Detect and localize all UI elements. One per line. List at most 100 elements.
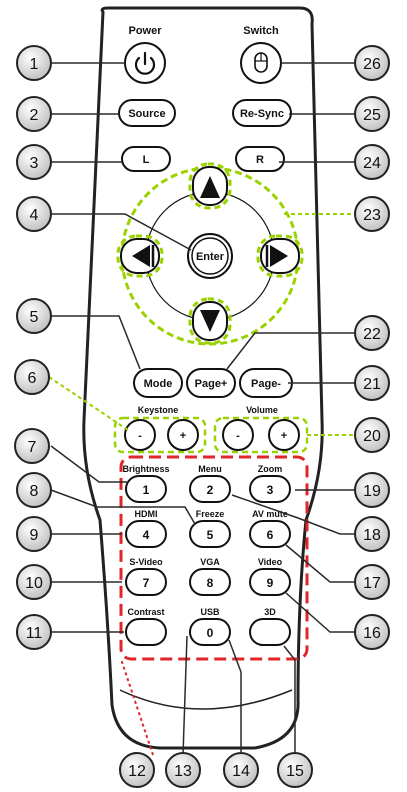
callout-label: 7 xyxy=(28,439,37,456)
callout-number: 12 xyxy=(120,753,154,787)
callout-number: 21 xyxy=(355,366,389,400)
callout-number: 11 xyxy=(17,615,51,649)
callout-label: 24 xyxy=(363,155,381,172)
callout-number: 16 xyxy=(355,615,389,649)
callout-label: 9 xyxy=(30,527,39,544)
keypad-key-label: 9 xyxy=(267,576,274,590)
callout-number: 17 xyxy=(355,565,389,599)
volume-minus-label: - xyxy=(236,430,240,442)
keypad-key-caption: Menu xyxy=(198,464,222,474)
keypad-key-label: 8 xyxy=(207,576,214,590)
callout-label: 1 xyxy=(30,56,39,73)
resync-button[interactable]: Re-Sync xyxy=(233,100,291,126)
callout-number: 26 xyxy=(355,46,389,80)
keypad-key-caption: Zoom xyxy=(258,464,283,474)
switch-button[interactable] xyxy=(241,43,281,83)
keypad-key-label: 5 xyxy=(207,528,214,542)
callout-label: 18 xyxy=(363,527,381,544)
mode-button-label: Mode xyxy=(144,378,173,390)
callout-number: 6 xyxy=(15,360,49,394)
keystone-minus-button[interactable]: - xyxy=(125,420,155,450)
callout-number: 22 xyxy=(355,316,389,350)
callout-number: 8 xyxy=(17,473,51,507)
callout-label: 8 xyxy=(30,483,39,500)
callout-number: 20 xyxy=(355,418,389,452)
keypad-key-label: 0 xyxy=(207,626,214,640)
keypad-key-label: 3 xyxy=(267,483,274,497)
callout-label: 6 xyxy=(28,370,37,387)
volume-minus-button[interactable]: - xyxy=(223,420,253,450)
page-up-button[interactable]: Page+ xyxy=(187,369,235,397)
r-button[interactable]: R xyxy=(236,147,284,171)
callout-label: 25 xyxy=(363,107,381,124)
callout-number: 2 xyxy=(17,97,51,131)
resync-button-label: Re-Sync xyxy=(240,108,284,120)
keypad-key-caption: Brightness xyxy=(122,464,169,474)
keystone-plus-button[interactable]: + xyxy=(168,420,198,450)
callout-number: 18 xyxy=(355,517,389,551)
source-button[interactable]: Source xyxy=(119,100,175,126)
enter-button-label: Enter xyxy=(196,251,225,263)
callout-label: 26 xyxy=(363,56,381,73)
callout-number: 19 xyxy=(355,473,389,507)
callout-label: 3 xyxy=(30,155,39,172)
power-caption: Power xyxy=(128,25,162,37)
r-button-label: R xyxy=(256,154,264,166)
callout-number: 24 xyxy=(355,145,389,179)
keypad-key-caption: Video xyxy=(258,557,283,567)
callout-label: 11 xyxy=(26,625,43,642)
callout-number: 25 xyxy=(355,97,389,131)
callout-number: 13 xyxy=(166,753,200,787)
callout-label: 10 xyxy=(25,575,43,592)
callout-label: 5 xyxy=(30,309,39,326)
volume-plus-label: + xyxy=(281,430,287,442)
callout-number: 1 xyxy=(17,46,51,80)
callout-number: 3 xyxy=(17,145,51,179)
keypad-key-label: 7 xyxy=(143,576,150,590)
mode-button[interactable]: Mode xyxy=(134,369,182,397)
l-button[interactable]: L xyxy=(122,147,170,171)
callout-label: 19 xyxy=(363,483,381,500)
keypad-key-label: 2 xyxy=(207,483,214,497)
callout-number: 10 xyxy=(17,565,51,599)
keypad-key-caption: USB xyxy=(200,607,220,617)
callout-label: 23 xyxy=(363,207,381,224)
callout-label: 22 xyxy=(363,326,381,343)
volume-plus-button[interactable]: + xyxy=(269,420,299,450)
source-button-label: Source xyxy=(128,108,165,120)
callout-number: 14 xyxy=(224,753,258,787)
callout-number: 7 xyxy=(15,429,49,463)
callout-label: 15 xyxy=(286,763,304,780)
callout-number: 15 xyxy=(278,753,312,787)
keypad-key-caption: AV mute xyxy=(252,509,288,519)
keypad-key-caption: 3D xyxy=(264,607,276,617)
callout-label: 20 xyxy=(363,428,381,445)
page-down-button-label: Page- xyxy=(251,378,281,390)
callout-number: 9 xyxy=(17,517,51,551)
l-button-label: L xyxy=(143,154,150,166)
power-button[interactable] xyxy=(125,43,165,83)
callout-label: 13 xyxy=(174,763,192,780)
keypad-key[interactable]: AV mute 6 xyxy=(250,509,290,547)
callout-label: 17 xyxy=(363,575,381,592)
keypad-key-label: 4 xyxy=(143,528,150,542)
callout-number: 23 xyxy=(355,197,389,231)
callout-number: 5 xyxy=(17,299,51,333)
keypad-key-caption: Contrast xyxy=(127,607,164,617)
keystone-plus-label: + xyxy=(180,430,186,442)
volume-caption: Volume xyxy=(246,405,278,415)
keypad-key-label: 6 xyxy=(267,528,274,542)
page-up-button-label: Page+ xyxy=(195,378,228,390)
callout-number: 4 xyxy=(17,197,51,231)
callout-label: 21 xyxy=(363,376,381,393)
enter-button[interactable]: Enter xyxy=(188,234,232,278)
callout-label: 14 xyxy=(232,763,250,780)
callout-label: 2 xyxy=(30,107,39,124)
switch-caption: Switch xyxy=(243,25,279,37)
callout-label: 16 xyxy=(363,625,381,642)
keypad-key[interactable]: Contrast xyxy=(126,607,166,645)
page-down-button[interactable]: Page- xyxy=(240,369,292,397)
